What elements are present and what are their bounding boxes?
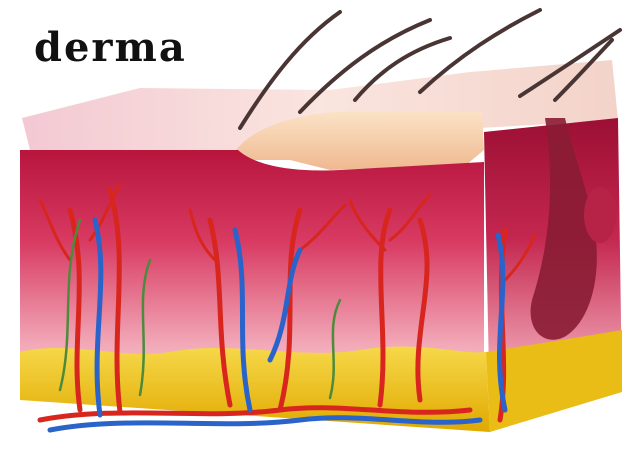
diagram-title: derma [34, 28, 187, 68]
sebaceous-gland [584, 187, 616, 243]
